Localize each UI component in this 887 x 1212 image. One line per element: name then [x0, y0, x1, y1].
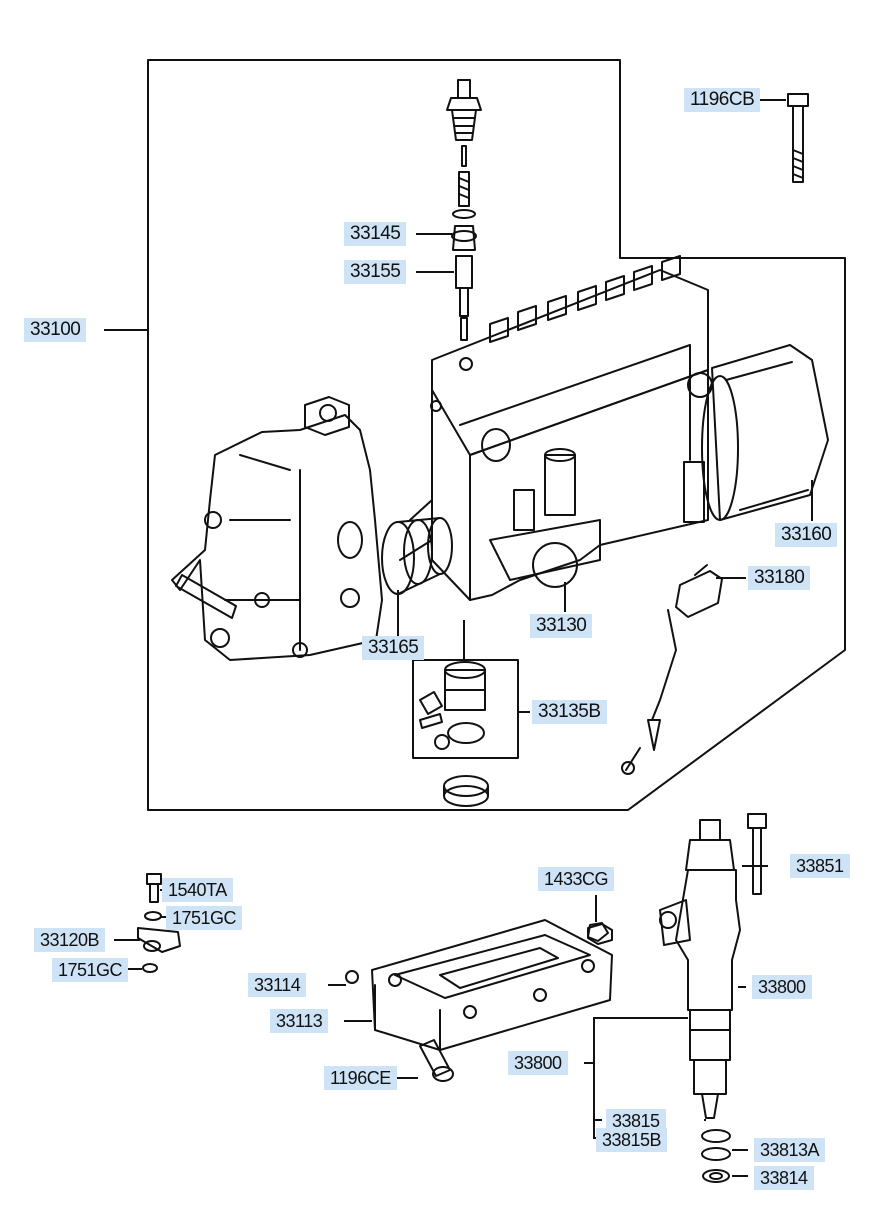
leader-lines	[104, 99, 813, 1177]
label-33100: 33100	[24, 318, 87, 342]
label-33180: 33180	[748, 566, 811, 590]
label-33114: 33114	[248, 973, 307, 997]
label-1751gc-upper: 1751GC	[166, 906, 243, 930]
label-33814: 33814	[754, 1166, 814, 1190]
solenoid-kit	[412, 659, 519, 807]
label-33800-right: 33800	[752, 975, 812, 999]
bolt-1196cb	[787, 93, 809, 183]
label-1196cb: 1196CB	[684, 88, 761, 112]
label-33815b: 33815B	[596, 1128, 668, 1152]
label-33813a: 33813A	[754, 1138, 826, 1162]
label-1433cg: 1433CG	[538, 867, 615, 891]
label-33130: 33130	[530, 614, 593, 638]
delivery-valve-stack	[446, 79, 482, 341]
label-33851: 33851	[790, 854, 850, 878]
injection-pump-housing	[399, 255, 829, 601]
label-33160: 33160	[775, 523, 838, 547]
label-33120b: 33120B	[34, 928, 106, 952]
label-33165: 33165	[362, 636, 425, 660]
label-33113: 33113	[270, 1009, 329, 1033]
drive-end-assembly	[171, 396, 453, 661]
label-1751gc-lower: 1751GC	[52, 958, 129, 982]
mounting-bracket	[345, 919, 613, 1082]
label-33800-left: 33800	[508, 1051, 568, 1075]
label-1196ce: 1196CE	[324, 1066, 397, 1090]
injector-assembly	[587, 813, 767, 1183]
label-33135b: 33135B	[532, 700, 607, 724]
label-1540ta: 1540TA	[162, 878, 233, 902]
label-33145: 33145	[344, 222, 407, 246]
assembly-boundary	[147, 59, 846, 811]
label-33155: 33155	[344, 260, 407, 284]
stop-lever	[621, 564, 723, 775]
